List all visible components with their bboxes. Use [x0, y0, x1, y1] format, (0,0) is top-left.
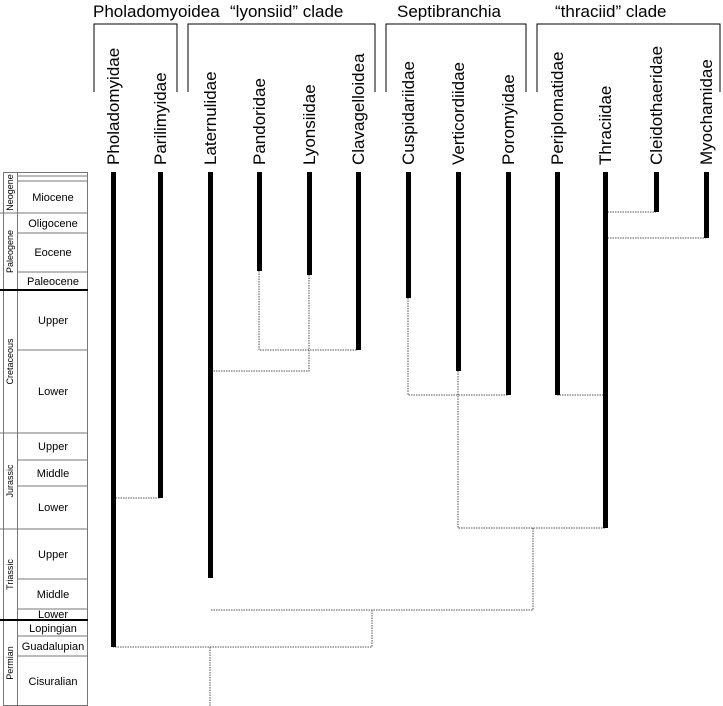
period-label-permian: Permian	[5, 646, 15, 680]
epoch-label: Middle	[37, 468, 69, 480]
range-bar-laternulidae	[208, 172, 213, 578]
taxon-label-poromyidae: Poromyidae	[499, 74, 518, 165]
phylogeny-connectors	[113, 211, 706, 706]
taxon-label-pandoridae: Pandoridae	[250, 78, 269, 165]
taxon-labels: Pholadomyidae Parilimyidae Laternulidae Pan…	[104, 46, 716, 165]
range-bar-parilimyidae	[158, 172, 163, 498]
taxon-label-myochamidae: Myochamidae	[697, 59, 716, 165]
epoch-label: Cisuralian	[29, 676, 78, 688]
clade-bracket-pholadomyoidea	[93, 23, 178, 92]
taxon-label-laternulidae: Laternulidae	[201, 71, 220, 165]
clade-label-pholadomyoidea: Pholadomyoidea	[93, 2, 220, 21]
epoch-label: Guadalupian	[22, 641, 84, 653]
range-bar-verticordiidae	[456, 172, 461, 371]
connector-line	[407, 298, 508, 396]
clade-label-thraciid: “thraciid” clade	[555, 2, 667, 21]
range-bar-myochamidae	[704, 172, 709, 238]
connector-line	[210, 275, 310, 372]
epoch-label: Upper	[38, 315, 68, 327]
taxon-label-pholadomyidae: Pholadomyidae	[104, 48, 123, 165]
range-bar-pandoridae	[257, 172, 262, 271]
range-bars	[111, 172, 709, 647]
epoch-label: Lopingian	[29, 623, 77, 635]
clade-bracket-lyonsiid	[187, 23, 376, 92]
period-label-jurassic: Jurassic	[5, 464, 15, 498]
taxon-label-parilimyidae: Parilimyidae	[151, 72, 170, 165]
taxon-label-periplomatidae: Periplomatidae	[548, 52, 567, 165]
epoch-label: Lower	[38, 502, 68, 514]
epoch-label: Paleocene	[27, 276, 79, 288]
range-bar-poromyidae	[506, 172, 511, 395]
epoch-label: Eocene	[34, 247, 71, 259]
range-bar-thraciidae	[603, 172, 608, 528]
range-bar-lyonsiidae	[307, 172, 312, 275]
clade-label-lyonsiid: “lyonsiid” clade	[230, 2, 343, 21]
taxon-label-lyonsiidae: Lyonsiidae	[300, 84, 319, 165]
epoch-label: Oligocene	[28, 218, 78, 230]
taxon-label-thraciidae: Thraciidae	[596, 86, 615, 165]
range-bar-periplomatidae	[555, 172, 560, 395]
taxon-label-cleidothaeridae: Cleidothaeridae	[647, 46, 666, 165]
taxon-label-clavagelloidea: Clavagelloidea	[349, 53, 368, 165]
range-bar-cleidothaeridae	[654, 172, 659, 212]
epoch-label: Middle	[37, 589, 69, 601]
epoch-label: Miocene	[32, 192, 74, 204]
epoch-label: Upper	[38, 549, 68, 561]
clade-bracket-thraciid	[536, 23, 721, 92]
epoch-label: Upper	[38, 441, 68, 453]
epoch-label: Lower	[38, 609, 68, 621]
period-label-cretaceous: Cretaceous	[5, 338, 15, 385]
taxon-label-verticordiidae: Verticordiidae	[449, 62, 468, 165]
range-bar-clavagelloidea	[356, 172, 361, 350]
clade-brackets	[93, 23, 721, 92]
connector-line	[210, 528, 534, 611]
connector-line	[113, 610, 373, 648]
clade-bracket-septibranchia	[385, 23, 527, 92]
connector-line	[457, 371, 605, 529]
period-label-paleogene: Paleogene	[5, 230, 15, 273]
connector-line	[258, 271, 358, 351]
range-bar-pholadomyidae	[111, 172, 116, 647]
range-bar-cuspidariidae	[406, 172, 411, 298]
taxon-label-cuspidariidae: Cuspidariidae	[399, 61, 418, 165]
epoch-label: Lower	[38, 386, 68, 398]
clade-label-septibranchia: Septibranchia	[397, 2, 502, 21]
period-label-neogene: Neogene	[5, 174, 15, 211]
period-label-triassic: Triassic	[5, 559, 15, 590]
geologic-timescale: MioceneOligoceneEocenePaleoceneUpperLowe…	[0, 172, 88, 706]
